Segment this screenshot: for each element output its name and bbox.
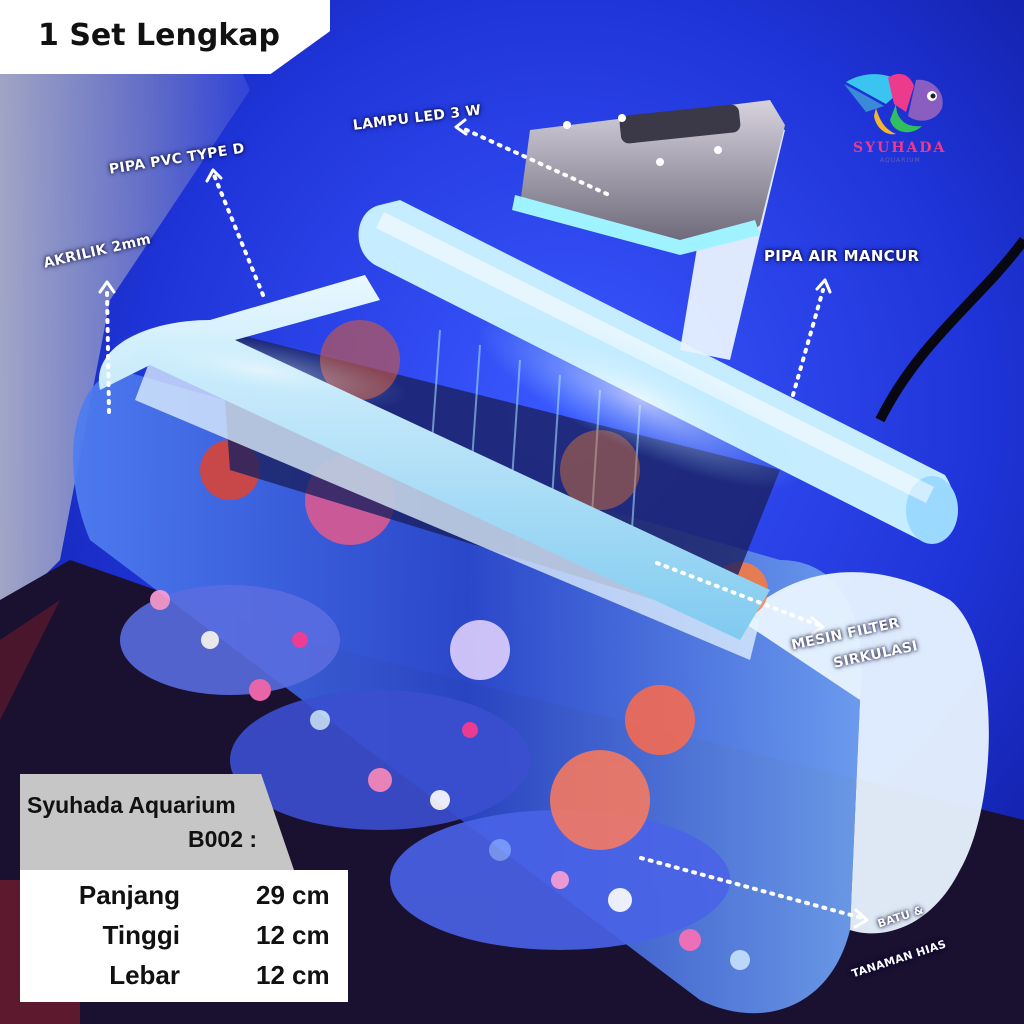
banner-title: 1 Set Lengkap xyxy=(38,18,281,53)
fountain-arrow xyxy=(791,288,825,397)
syuhada-fish-logo-icon xyxy=(844,73,943,135)
spec-brand: Syuhada Aquarium xyxy=(27,792,236,818)
spec-row-lebar: Lebar 12 cm xyxy=(20,960,348,1000)
spec-value: 12 xyxy=(256,920,285,950)
spec-label: Panjang xyxy=(78,880,180,910)
spec-model: B002 : xyxy=(188,826,258,852)
spec-row-panjang: Panjang 29 cm xyxy=(20,880,348,920)
callout-fountain: PIPA AIR MANCUR xyxy=(764,247,920,265)
set-banner xyxy=(0,0,330,74)
filter-arrow xyxy=(655,561,820,627)
spec-label: Tinggi xyxy=(102,920,180,950)
spec-row-tinggi: Tinggi 12 cm xyxy=(20,920,348,960)
logo-brand-text: SYUHADA xyxy=(853,140,947,156)
spec-unit: cm xyxy=(292,920,330,950)
spec-value: 29 xyxy=(256,880,285,910)
spec-value: 12 xyxy=(256,960,285,990)
lamp-arrow xyxy=(460,126,609,196)
acrylic-arrow xyxy=(105,288,111,414)
pvc-arrow xyxy=(212,173,265,297)
spec-unit: cm xyxy=(292,960,330,990)
spec-label: Lebar xyxy=(109,960,180,990)
spec-unit: cm xyxy=(292,880,330,910)
spec-dimensions-panel: Panjang 29 cm Tinggi 12 cm Lebar 12 cm xyxy=(20,870,348,1002)
logo-sub-text: AQUARIUM xyxy=(880,157,921,164)
rocks-arrow xyxy=(639,856,864,920)
spec-header-panel xyxy=(20,774,294,870)
